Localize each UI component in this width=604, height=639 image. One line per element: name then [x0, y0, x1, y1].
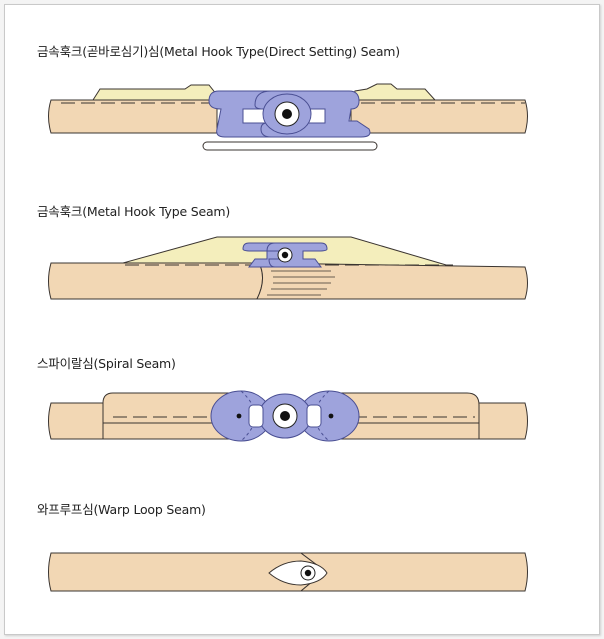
belt-right-end: [350, 99, 528, 134]
raised-right: [324, 392, 480, 424]
pin: [304, 569, 312, 577]
coil-gap-left: [248, 404, 264, 428]
coil-dashed-right: [314, 390, 330, 442]
caption-metal-hook-direct: 금속훅크(곧바로심기)심(Metal Hook Type(Direct Sett…: [37, 44, 400, 59]
belt-right-end: [474, 402, 528, 440]
warp-loop-diagram: [48, 552, 528, 592]
coil-gap-right: [306, 404, 322, 428]
belt-left-end: [48, 99, 218, 134]
belt-left-end: [48, 402, 106, 440]
caption-warp-loop: 와프루프심(Warp Loop Seam): [37, 502, 206, 517]
belt-left-end: [48, 262, 263, 300]
diagram-frame: 금속훅크(곧바로심기)심(Metal Hook Type(Direct Sett…: [4, 4, 600, 635]
metal-hook-diagram: [48, 236, 528, 300]
dot-left: [236, 413, 242, 419]
filler-right: [350, 83, 437, 101]
belt-right-end: [256, 262, 528, 300]
pin: [282, 109, 292, 119]
metal-hook-direct-diagram: [48, 83, 528, 151]
belt-right-end: [299, 552, 528, 592]
pin: [280, 411, 290, 421]
backing-strip: [202, 141, 378, 151]
seam-diagrams: [48, 83, 528, 592]
spiral-diagram: [48, 390, 528, 442]
coil-dashed-left: [240, 390, 256, 442]
filler-left: [92, 84, 218, 101]
caption-spiral: 스파이랄심(Spiral Seam): [37, 356, 176, 371]
pin: [281, 251, 289, 259]
dot-right: [328, 413, 334, 419]
caption-metal-hook: 금속훅크(Metal Hook Type Seam): [37, 204, 231, 219]
